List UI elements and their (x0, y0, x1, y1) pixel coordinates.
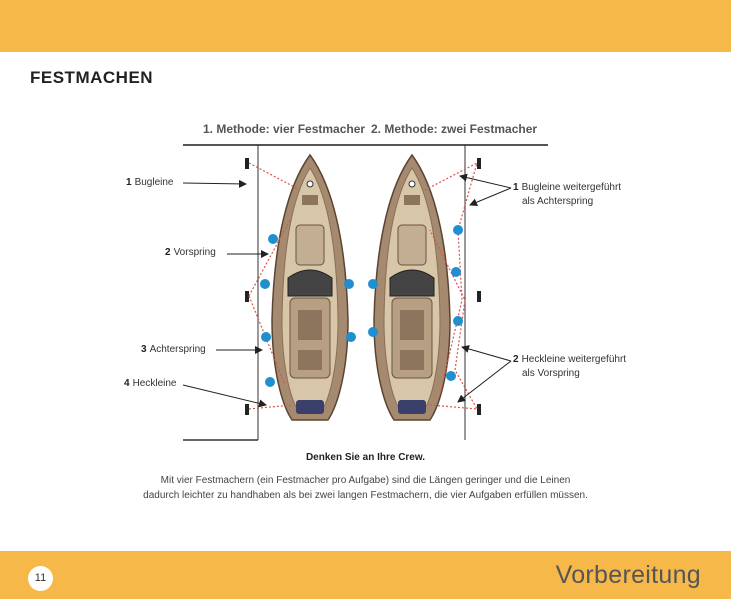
bollard (245, 291, 249, 302)
bollard (245, 404, 249, 415)
section-title: Vorbereitung (555, 561, 701, 589)
footer-band (0, 551, 731, 599)
boat-left (271, 153, 349, 421)
caption-body: Mit vier Festmachern (ein Festmacher pro… (143, 475, 588, 501)
boat-right (373, 153, 451, 421)
bollard (477, 158, 481, 169)
header-band (0, 0, 731, 52)
method-1-heading: 1. Methode: vier Festmacher (203, 122, 366, 136)
bollard (477, 291, 481, 302)
page-title: FESTMACHEN (30, 68, 154, 87)
bollard (245, 158, 249, 169)
fenders (260, 225, 463, 387)
method-2-heading: 2. Methode: zwei Festmacher (371, 122, 538, 136)
page-number: 11 (28, 566, 53, 591)
caption-heading: Denken Sie an Ihre Crew. (305, 452, 426, 463)
bollard (477, 404, 481, 415)
pointer-arrows (182, 173, 512, 408)
